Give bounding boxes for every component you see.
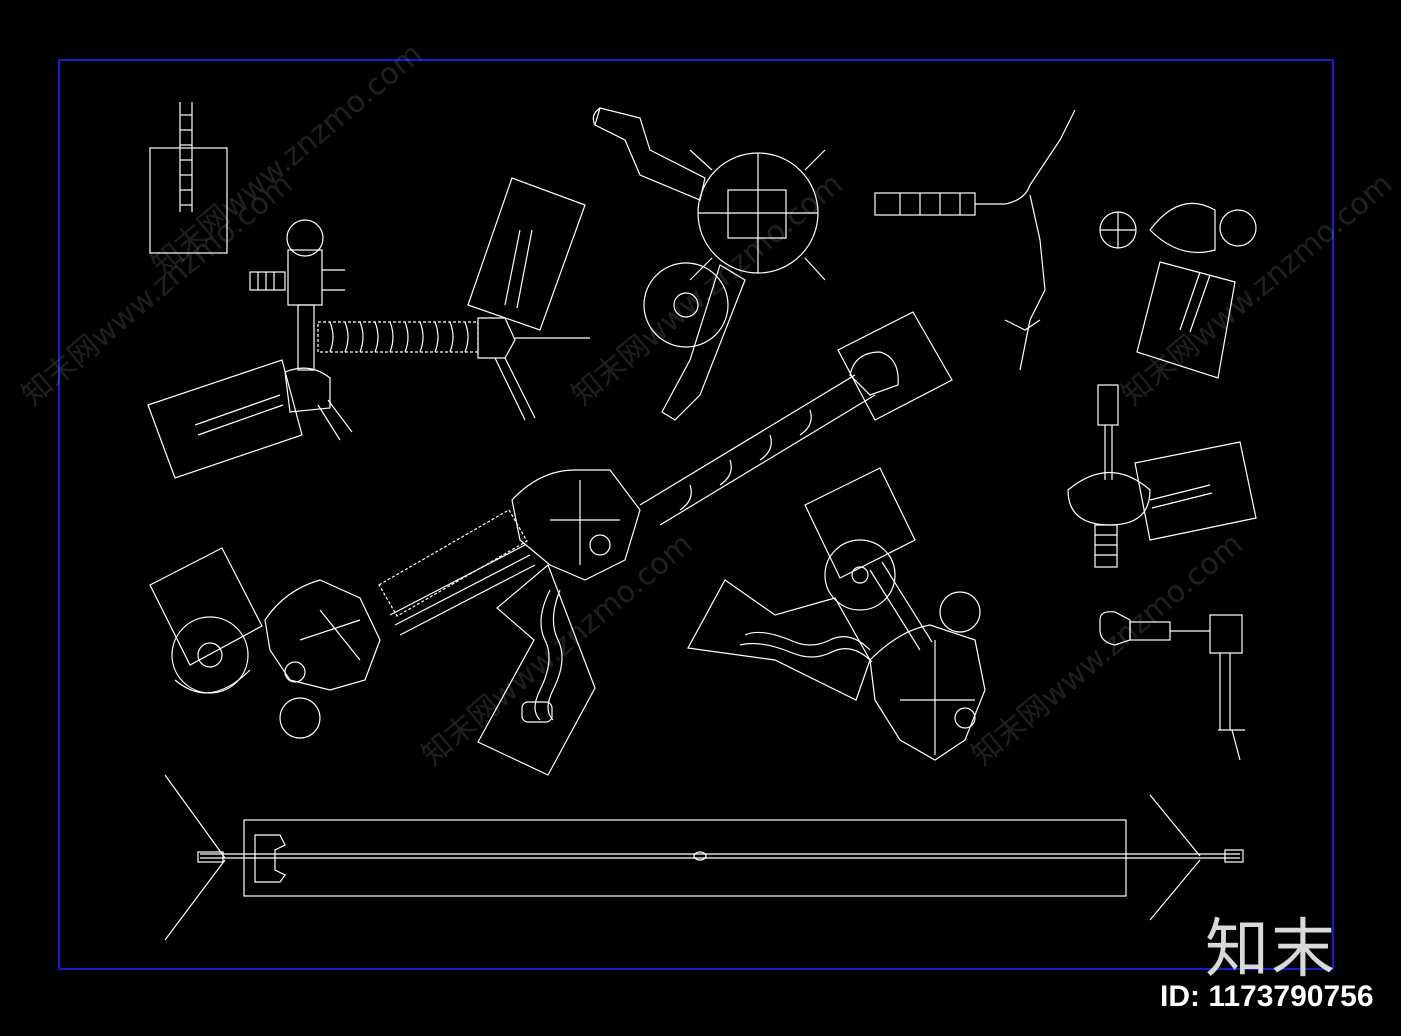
- ladder-plan-1: [149, 102, 228, 254]
- small-equipment-plan: [1099, 611, 1245, 761]
- tower-tunnel-plan: [147, 177, 590, 479]
- ladder-rope-plan: [874, 109, 1076, 371]
- large-composite-plan: [149, 311, 953, 776]
- small-tower-plan-1: [1099, 202, 1257, 379]
- round-tower-plan: [592, 107, 826, 421]
- id-label: ID: 1173790756: [1160, 980, 1374, 1013]
- drawing-frame: [58, 59, 1334, 970]
- right-composite-plan: [687, 467, 986, 761]
- brand-logo: 知末: [1205, 913, 1337, 987]
- small-tower-plan-2: [1067, 384, 1257, 568]
- long-rope-plan: [164, 774, 1244, 941]
